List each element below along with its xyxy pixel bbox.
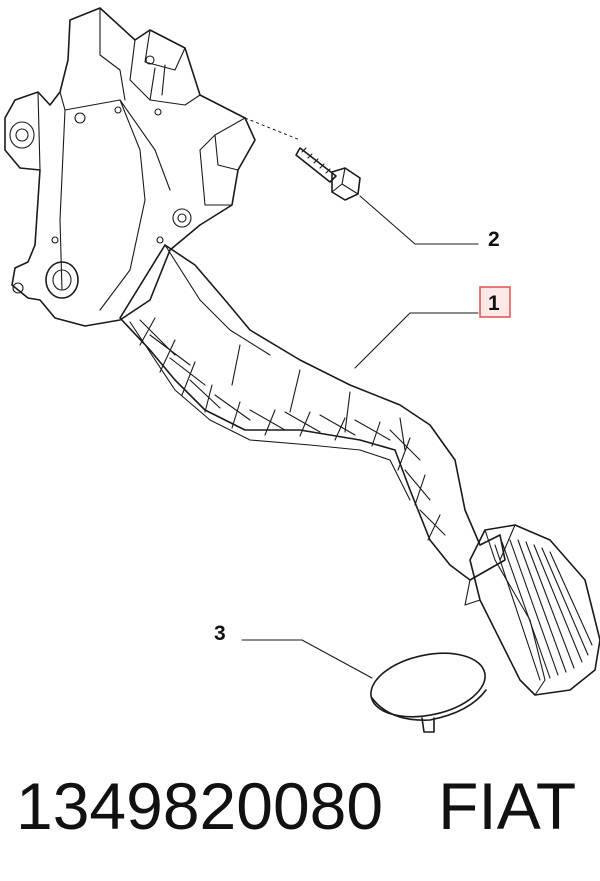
accelerator-pedal-drawing	[4, 7, 600, 696]
callout-3: 3	[214, 622, 373, 679]
callout-1-highlight-box	[479, 286, 511, 318]
callout-1: 1	[354, 286, 511, 369]
brand-name: FIAT	[438, 769, 577, 843]
part-caption: 1349820080 FIAT	[16, 766, 596, 846]
bolt-drawing	[295, 147, 361, 201]
part-number: 1349820080	[16, 769, 384, 843]
callout-2-number: 2	[488, 228, 500, 251]
cap-drawing	[370, 652, 487, 733]
callout-3-number: 3	[214, 622, 226, 645]
callout-2: 2	[359, 195, 500, 251]
callout-1-number: 1	[488, 292, 500, 315]
